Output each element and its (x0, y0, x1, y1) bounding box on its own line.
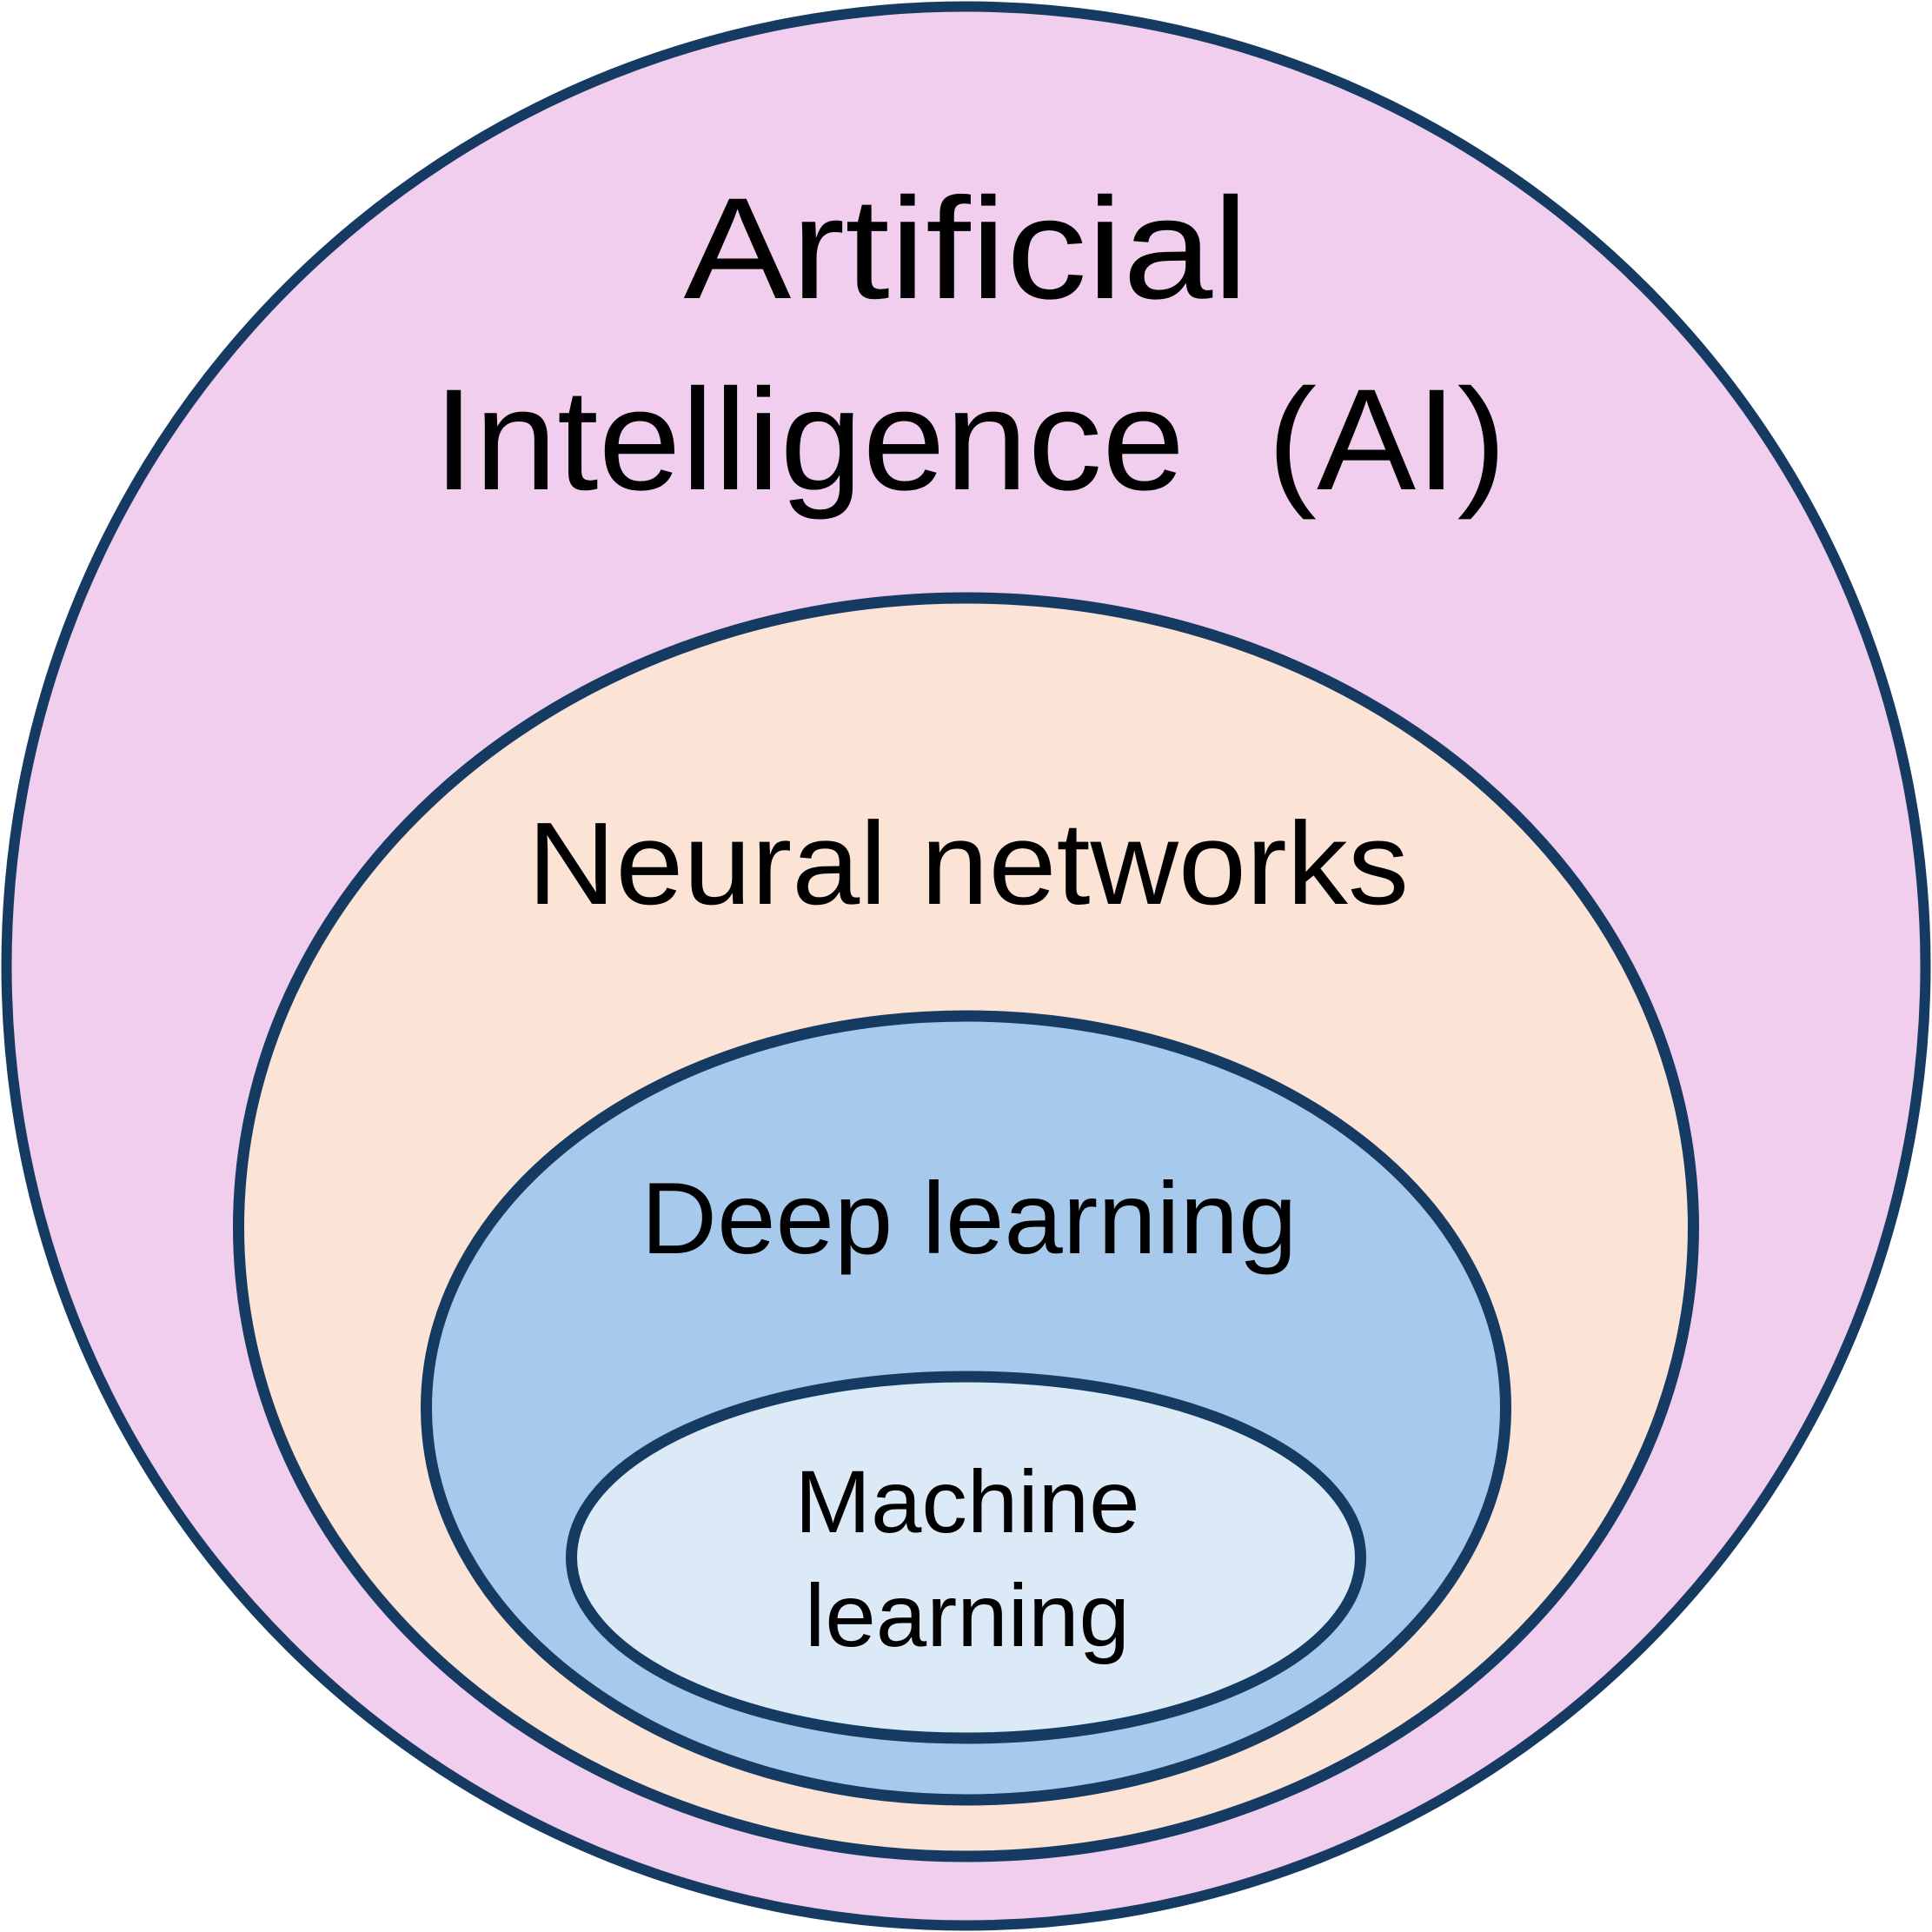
neural-networks-label: Neural networks (528, 798, 1409, 929)
machine-learning-label-line-2: learning (805, 1566, 1130, 1665)
machine-learning-label-line-1: Machine (795, 1452, 1140, 1551)
ai-label-line-2: Intelligence (AI) (434, 360, 1507, 521)
region-machine-learning-shape (566, 1371, 1366, 1744)
deep-learning-label: Deep learning (641, 1161, 1298, 1275)
ai-label-line-1: Artificial (684, 169, 1249, 329)
